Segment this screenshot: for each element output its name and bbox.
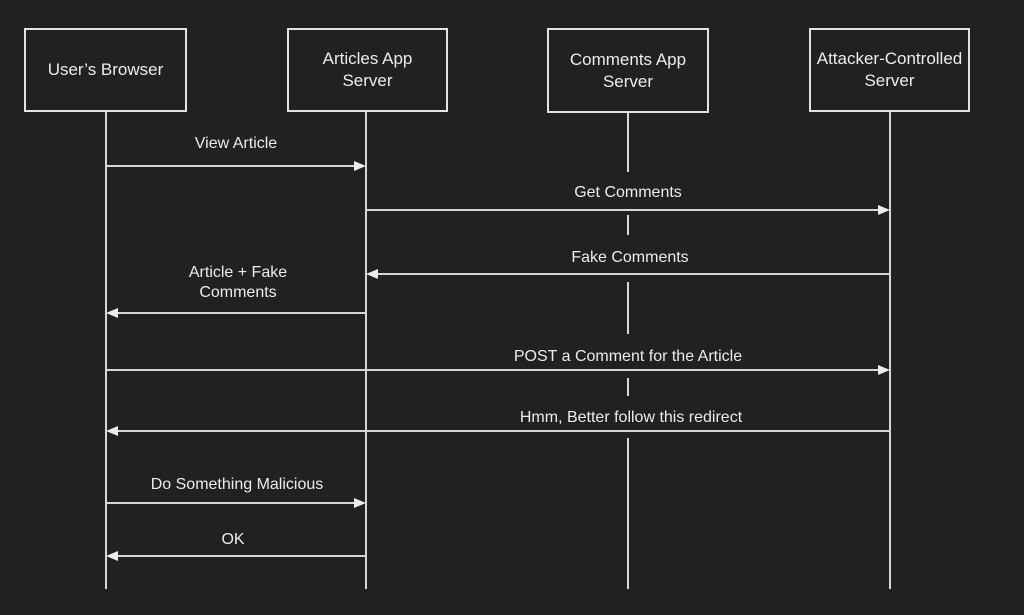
lifeline-attacker-controlled-server: [889, 112, 891, 589]
actor-box-attacker-controlled-server: Attacker-Controlled Server: [809, 28, 970, 112]
message-line-article-plus-fake-comments: [114, 312, 366, 314]
actor-label-comments-app-server: Comments App Server: [569, 49, 687, 91]
lifeline-articles-app-server: [365, 112, 367, 589]
arrowhead-left-icon: [106, 308, 118, 318]
message-label-follow-redirect: Hmm, Better follow this redirect: [519, 409, 743, 426]
lifeline-comments-app-server: [627, 282, 629, 334]
arrowhead-right-icon: [354, 161, 366, 171]
actor-box-articles-app-server: Articles App Server: [287, 28, 448, 112]
arrowhead-left-icon: [106, 551, 118, 561]
message-line-get-comments: [366, 209, 882, 211]
message-label-get-comments: Get Comments: [574, 184, 682, 201]
message-label-article-plus-fake-comments: Article + Fake Comments: [188, 264, 288, 301]
lifeline-comments-app-server: [627, 113, 629, 172]
message-label-ok: OK: [221, 531, 245, 548]
message-line-ok: [114, 555, 366, 557]
lifeline-comments-app-server: [627, 215, 629, 235]
message-line-post-a-comment: [106, 369, 882, 371]
message-line-view-article: [106, 165, 358, 167]
message-line-fake-comments: [374, 273, 890, 275]
message-label-view-article: View Article: [194, 135, 278, 152]
arrowhead-left-icon: [106, 426, 118, 436]
arrowhead-right-icon: [878, 205, 890, 215]
actor-box-users-browser: User’s Browser: [24, 28, 187, 112]
message-line-follow-redirect: [114, 430, 890, 432]
arrowhead-right-icon: [354, 498, 366, 508]
lifeline-comments-app-server: [627, 438, 629, 589]
actor-box-comments-app-server: Comments App Server: [547, 28, 709, 113]
message-line-do-something-malicious: [106, 502, 358, 504]
message-label-post-a-comment: POST a Comment for the Article: [513, 348, 743, 365]
lifeline-users-browser: [105, 112, 107, 589]
actor-label-users-browser: User’s Browser: [47, 60, 164, 79]
arrowhead-left-icon: [366, 269, 378, 279]
arrowhead-right-icon: [878, 365, 890, 375]
actor-label-attacker-controlled-server: Attacker-Controlled Server: [816, 49, 963, 90]
lifeline-comments-app-server: [627, 378, 629, 396]
message-label-do-something-malicious: Do Something Malicious: [150, 476, 324, 493]
actor-label-articles-app-server: Articles App Server: [322, 49, 413, 90]
message-label-fake-comments: Fake Comments: [571, 249, 689, 266]
